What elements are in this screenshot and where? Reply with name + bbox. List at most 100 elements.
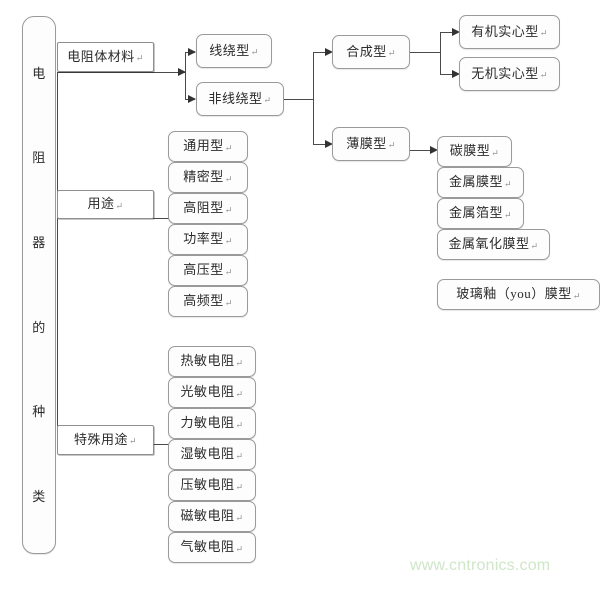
node-label-synthetic: 合成型 xyxy=(346,43,387,59)
pilcrow-mark: ↵ xyxy=(224,173,233,184)
node-label-force-sensitive: 力敏电阻 xyxy=(180,415,235,431)
node-high-frequency[interactable]: 高频型↵ xyxy=(168,286,248,317)
arrow-to-material-branch xyxy=(178,67,186,76)
node-label-metal-foil: 金属箔型 xyxy=(448,205,503,221)
node-inorganic-solid[interactable]: 无机实心型↵ xyxy=(459,57,560,91)
arrow-to-non-wirewound xyxy=(188,94,196,103)
node-voltage-sensitive[interactable]: 压敏电阻↵ xyxy=(168,470,256,501)
node-synthetic[interactable]: 合成型↵ xyxy=(332,35,410,69)
node-label-photoresistor: 光敏电阻 xyxy=(180,384,235,400)
node-high-voltage[interactable]: 高压型↵ xyxy=(168,255,248,286)
node-gas-sensitive[interactable]: 气敏电阻↵ xyxy=(168,532,256,563)
node-metal-film[interactable]: 金属膜型↵ xyxy=(437,167,524,198)
node-label-carbon-film: 碳膜型 xyxy=(449,143,491,159)
pilcrow-mark: ↵ xyxy=(503,178,513,189)
material-split-trunk xyxy=(185,52,186,99)
connector-thin-film-out xyxy=(410,150,436,151)
root-node-resistor-types[interactable]: 电 阻 器 的 种 类 xyxy=(22,16,56,554)
pilcrow-mark: ↵ xyxy=(115,200,124,211)
node-wirewound[interactable]: 线绕型↵ xyxy=(196,34,272,68)
node-non-wirewound[interactable]: 非线绕型↵ xyxy=(196,82,284,116)
node-label-high-voltage: 高压型 xyxy=(183,262,224,278)
root-char-5: 类 xyxy=(32,489,46,505)
connector-non-wirewound-out xyxy=(284,99,313,100)
node-label-glass-glaze-film: 玻璃釉（you）膜型 xyxy=(456,286,572,302)
root-trunk-line xyxy=(57,72,58,444)
pilcrow-mark: ↵ xyxy=(224,266,233,277)
pilcrow-mark: ↵ xyxy=(235,388,244,399)
node-label-power: 功率型 xyxy=(183,231,224,247)
node-thermistor[interactable]: 热敏电阻↵ xyxy=(168,346,256,377)
root-char-2: 器 xyxy=(32,235,46,251)
pilcrow-mark: ↵ xyxy=(503,209,513,220)
node-label-metal-oxide-film: 金属氧化膜型 xyxy=(448,236,530,252)
node-force-sensitive[interactable]: 力敏电阻↵ xyxy=(168,408,256,439)
node-label-high-frequency: 高频型 xyxy=(183,293,224,309)
category-label-material: 电阻体材料 xyxy=(67,48,135,64)
node-general[interactable]: 通用型↵ xyxy=(168,131,248,162)
pilcrow-mark: ↵ xyxy=(224,235,233,246)
category-node-material[interactable]: 电阻体材料↵ xyxy=(57,42,154,72)
node-high-resistance[interactable]: 高阻型↵ xyxy=(168,193,248,224)
pilcrow-mark: ↵ xyxy=(235,357,244,368)
category-node-special-usage[interactable]: 特殊用途↵ xyxy=(57,425,154,455)
node-label-organic-solid: 有机实心型 xyxy=(471,23,539,39)
connector-to-thin-film xyxy=(313,144,331,145)
pilcrow-mark: ↵ xyxy=(539,70,548,81)
node-label-general: 通用型 xyxy=(183,138,224,154)
pilcrow-mark: ↵ xyxy=(224,297,233,308)
node-glass-glaze-film[interactable]: 玻璃釉（you）膜型↵ xyxy=(437,279,600,310)
node-label-gas-sensitive: 气敏电阻 xyxy=(180,539,235,555)
watermark-cntronics: www.cntronics.com xyxy=(410,557,551,574)
category-label-special-usage: 特殊用途 xyxy=(73,431,128,447)
synthetic-split-trunk xyxy=(440,32,441,74)
node-thin-film[interactable]: 薄膜型↵ xyxy=(332,127,410,161)
node-carbon-film[interactable]: 碳膜型↵ xyxy=(437,136,512,167)
node-label-magneto-sensitive: 磁敏电阻 xyxy=(180,508,235,524)
connector-synthetic-out xyxy=(410,52,440,53)
arrow-to-inorganic-solid xyxy=(452,69,460,78)
node-metal-foil[interactable]: 金属箔型↵ xyxy=(437,198,524,229)
node-organic-solid[interactable]: 有机实心型↵ xyxy=(459,15,560,49)
arrow-to-thin-film xyxy=(325,139,333,148)
pilcrow-mark: ↵ xyxy=(572,290,581,301)
non-wirewound-split-trunk xyxy=(313,52,314,144)
root-char-0: 电 xyxy=(32,65,46,81)
pilcrow-mark: ↵ xyxy=(235,481,244,492)
pilcrow-mark: ↵ xyxy=(235,543,244,554)
node-label-non-wirewound: 非线绕型 xyxy=(208,90,263,106)
node-label-voltage-sensitive: 压敏电阻 xyxy=(180,477,235,493)
node-humidity-sensitive[interactable]: 湿敏电阻↵ xyxy=(168,439,256,470)
node-power[interactable]: 功率型↵ xyxy=(168,224,248,255)
node-precision[interactable]: 精密型↵ xyxy=(168,162,248,193)
root-char-3: 的 xyxy=(32,319,46,335)
node-label-thermistor: 热敏电阻 xyxy=(180,353,235,369)
arrow-to-film-list xyxy=(430,145,438,154)
arrow-to-wirewound xyxy=(188,47,196,56)
node-metal-oxide-film[interactable]: 金属氧化膜型↵ xyxy=(437,229,550,260)
pilcrow-mark: ↵ xyxy=(387,48,396,59)
pilcrow-mark: ↵ xyxy=(235,419,244,430)
pilcrow-mark: ↵ xyxy=(128,436,138,447)
node-label-inorganic-solid: 无机实心型 xyxy=(471,65,539,81)
pilcrow-mark: ↵ xyxy=(263,95,272,106)
connector-to-synthetic xyxy=(313,52,331,53)
connector-to-inorganic-solid xyxy=(440,74,458,75)
pilcrow-mark: ↵ xyxy=(539,28,548,39)
node-label-humidity-sensitive: 湿敏电阻 xyxy=(180,446,235,462)
arrow-to-organic-solid xyxy=(452,27,460,36)
node-photoresistor[interactable]: 光敏电阻↵ xyxy=(168,377,256,408)
connector-root-to-material xyxy=(57,72,185,73)
root-char-4: 种 xyxy=(32,404,46,420)
root-char-1: 阻 xyxy=(32,150,46,166)
node-label-wirewound: 线绕型 xyxy=(209,42,250,58)
category-node-usage[interactable]: 用途↵ xyxy=(57,190,154,219)
node-magneto-sensitive[interactable]: 磁敏电阻↵ xyxy=(168,501,256,532)
category-label-usage: 用途 xyxy=(87,196,115,212)
pilcrow-mark: ↵ xyxy=(235,512,244,523)
node-label-precision: 精密型 xyxy=(183,169,224,185)
pilcrow-mark: ↵ xyxy=(530,240,539,251)
node-label-high-resistance: 高阻型 xyxy=(183,200,224,216)
node-label-metal-film: 金属膜型 xyxy=(448,174,503,190)
